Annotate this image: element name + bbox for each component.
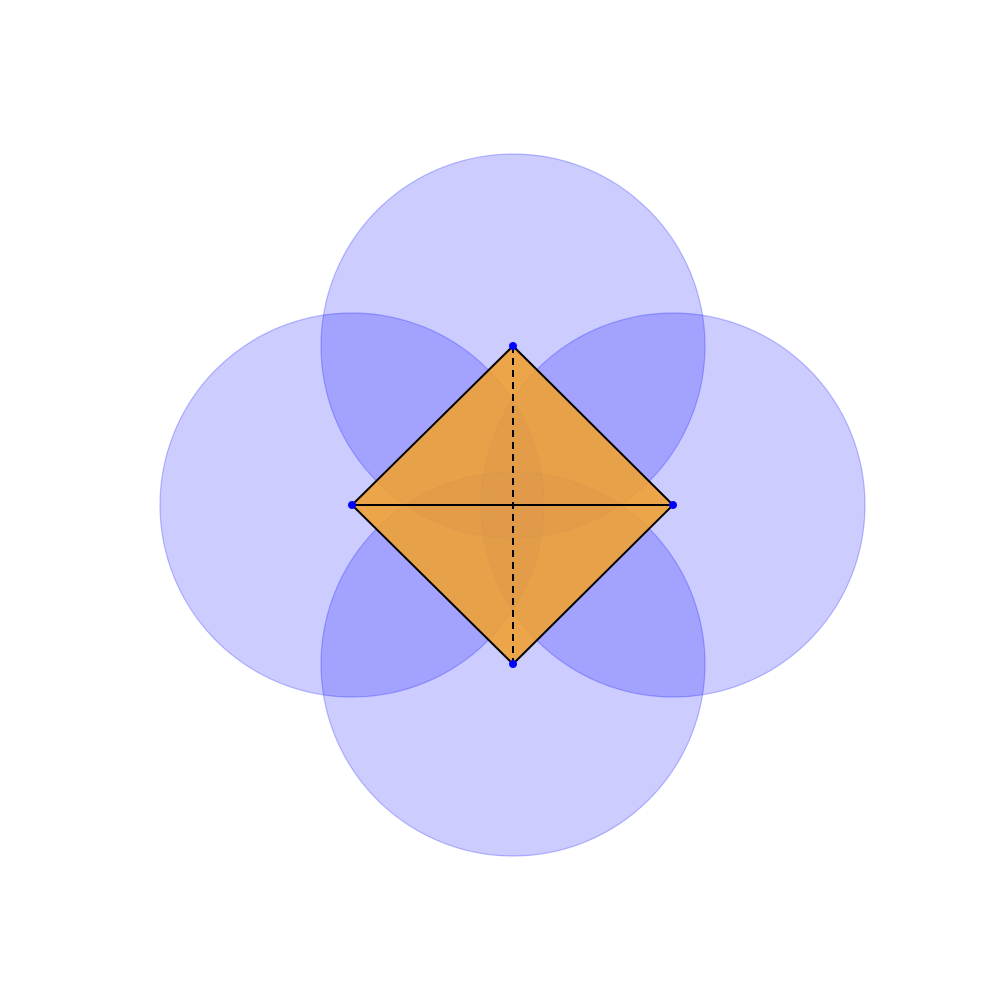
edge-bottom-left xyxy=(351,504,514,665)
edges-layer xyxy=(351,345,674,665)
edge-right-bottom xyxy=(512,504,674,665)
edge-left-top xyxy=(351,345,514,506)
vertex-left xyxy=(348,501,356,509)
edge-top-right xyxy=(512,345,674,506)
vertex-right xyxy=(669,501,677,509)
vertices-layer xyxy=(348,342,677,668)
vertex-top xyxy=(509,342,517,350)
vertex-bottom xyxy=(509,660,517,668)
